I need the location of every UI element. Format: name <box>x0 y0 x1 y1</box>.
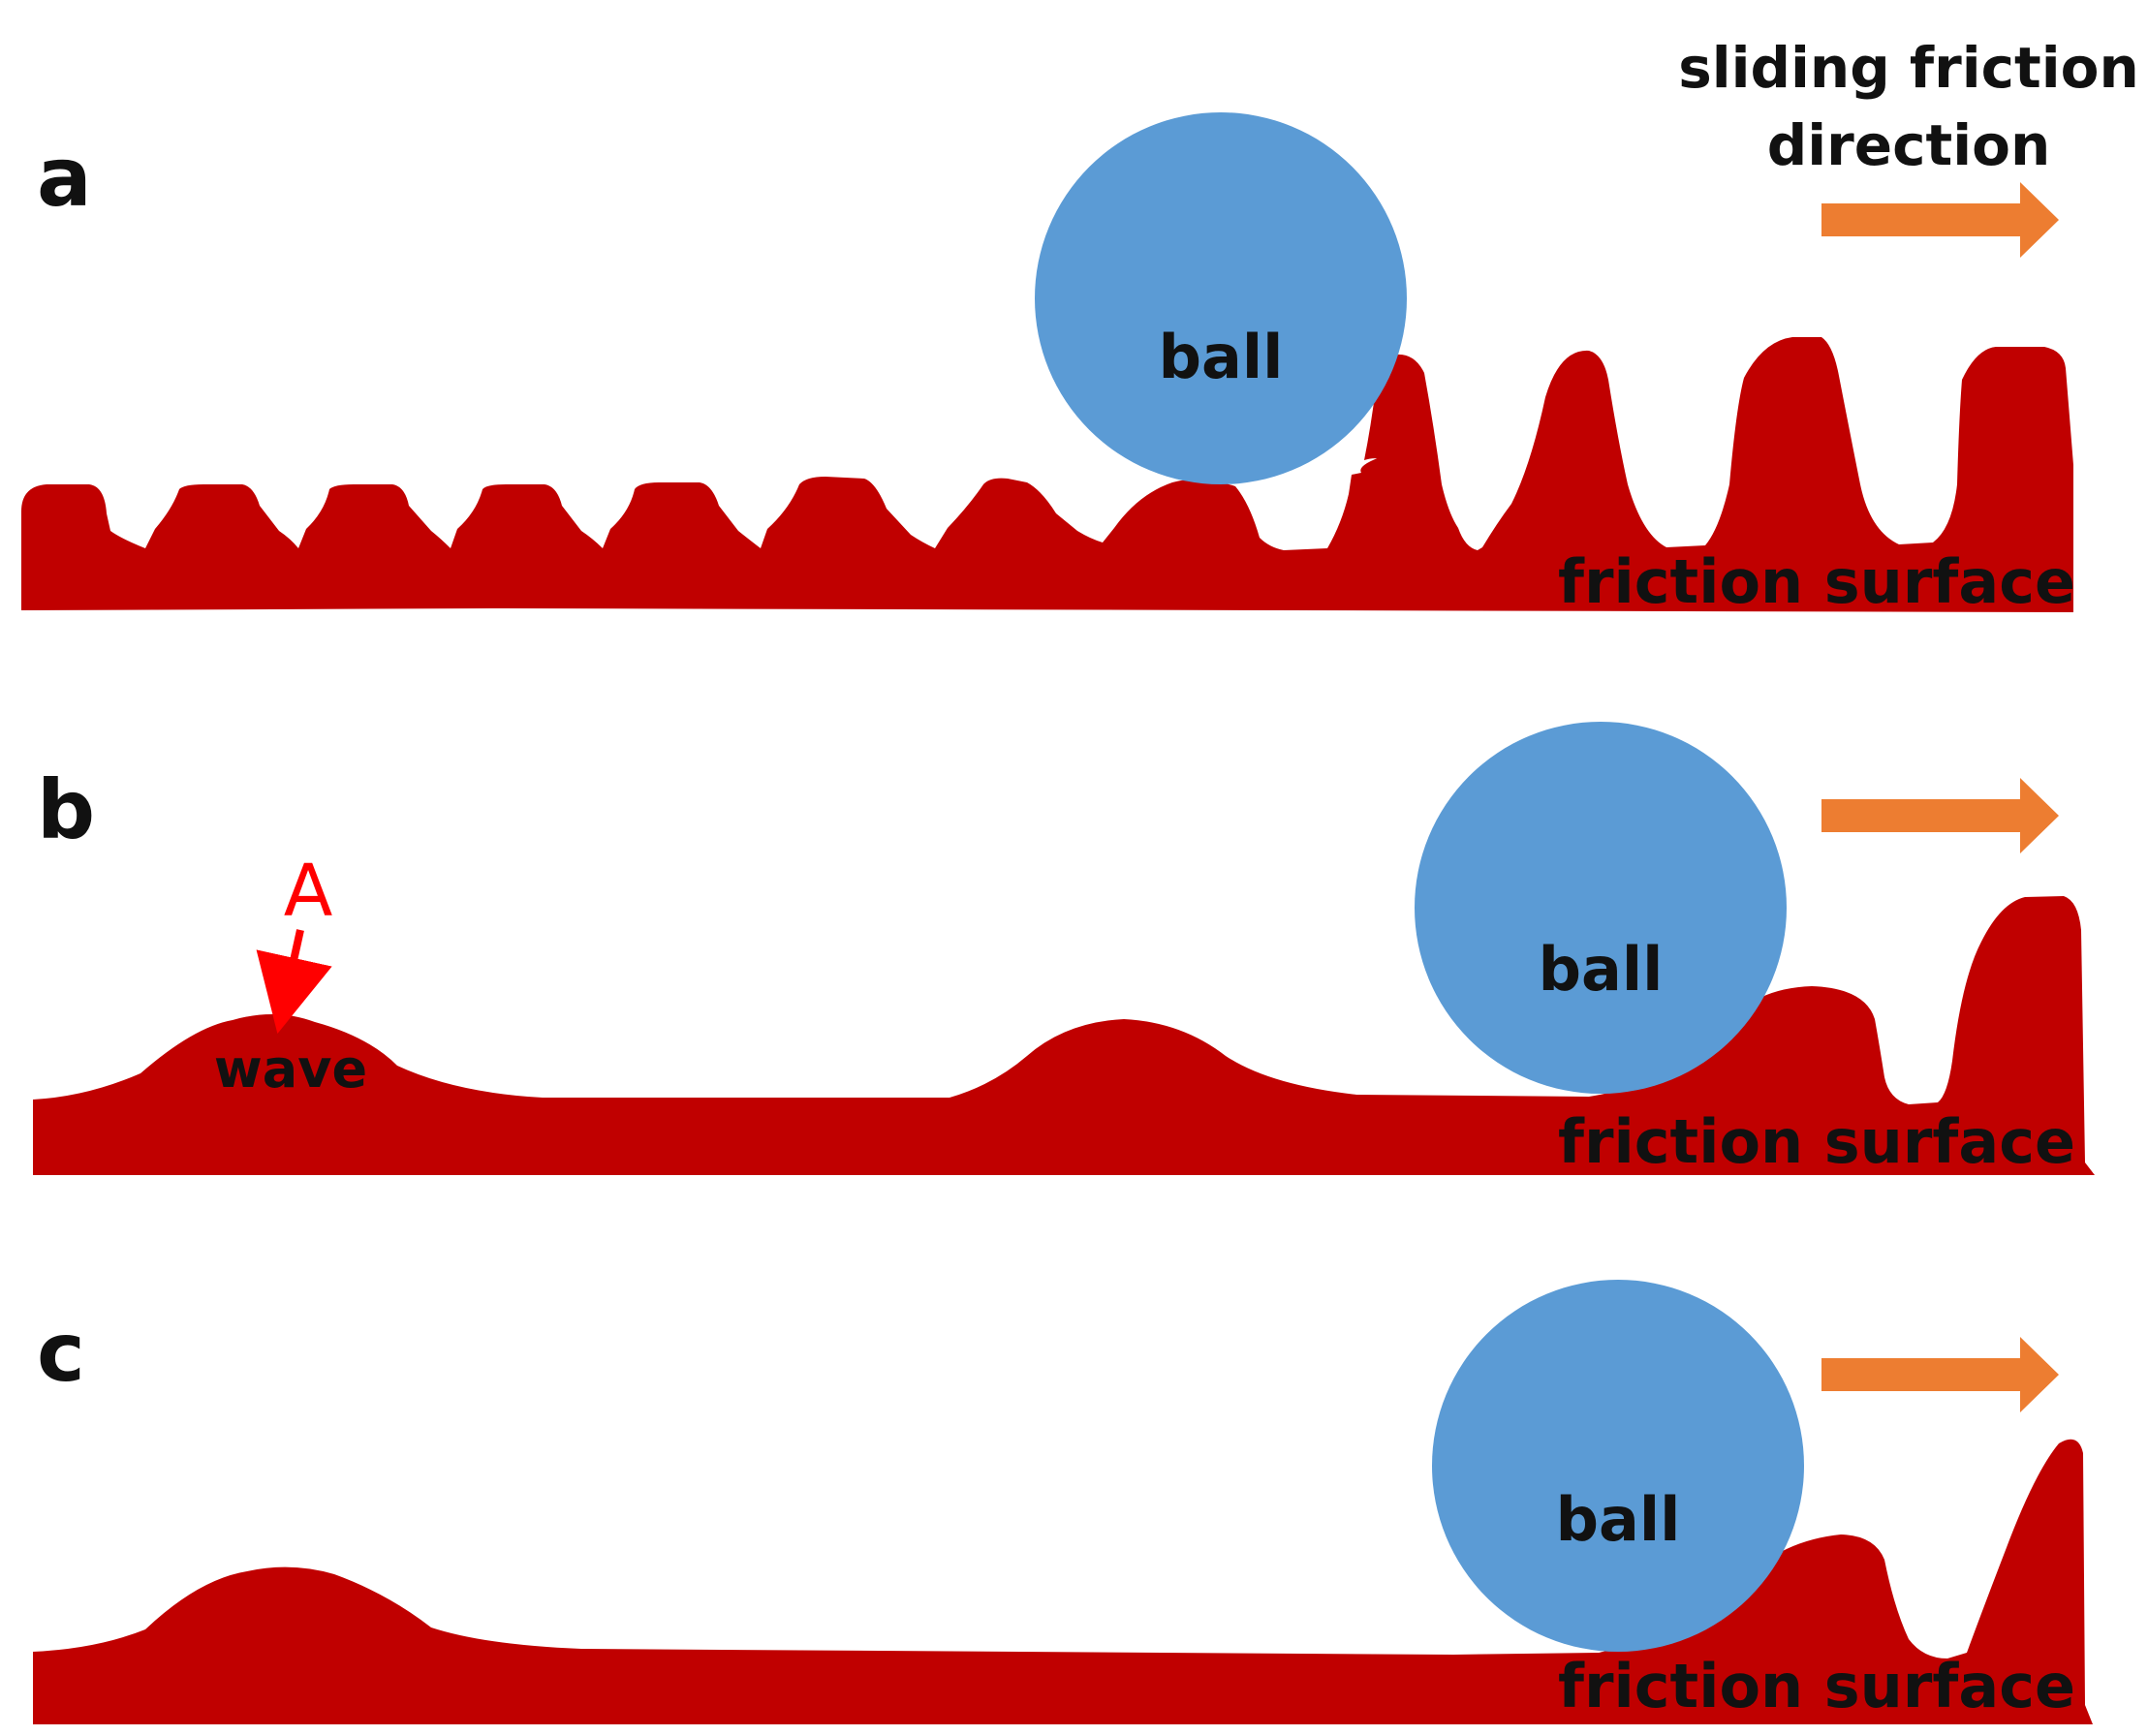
marker-arrow <box>256 929 332 1035</box>
friction-surface-c <box>33 1439 2093 1724</box>
sliding-direction-arrow-b <box>1821 778 2059 853</box>
surface-label-a: friction surface <box>1558 546 2075 617</box>
panel-label-b: b <box>37 762 95 857</box>
friction-surface-a <box>21 337 2073 612</box>
marker-label-a-point: A <box>284 850 333 933</box>
panel-c: c friction surface ball <box>33 1280 2093 1724</box>
ball-label-b: ball <box>1539 934 1664 1005</box>
ball-c <box>1432 1280 1804 1652</box>
ball-label-a: ball <box>1159 322 1284 392</box>
surface-label-b: friction surface <box>1558 1106 2075 1177</box>
friction-surface-b <box>33 896 2095 1175</box>
direction-label-line2: direction <box>1767 112 2050 178</box>
panel-b: b friction surface wave A ball <box>33 722 2095 1177</box>
surface-label-c: friction surface <box>1558 1651 2075 1721</box>
ball-a <box>1035 112 1407 484</box>
direction-label-line1: sliding friction <box>1678 35 2139 101</box>
ball-b <box>1415 722 1787 1094</box>
sliding-direction-arrow-c <box>1821 1337 2059 1412</box>
sliding-direction-arrow-a <box>1821 182 2059 258</box>
panel-label-a: a <box>37 130 92 225</box>
ball-label-c: ball <box>1556 1484 1681 1555</box>
panel-a: a sliding friction direction friction su… <box>21 35 2139 617</box>
panel-label-c: c <box>37 1305 85 1400</box>
wave-label: wave <box>214 1038 367 1100</box>
